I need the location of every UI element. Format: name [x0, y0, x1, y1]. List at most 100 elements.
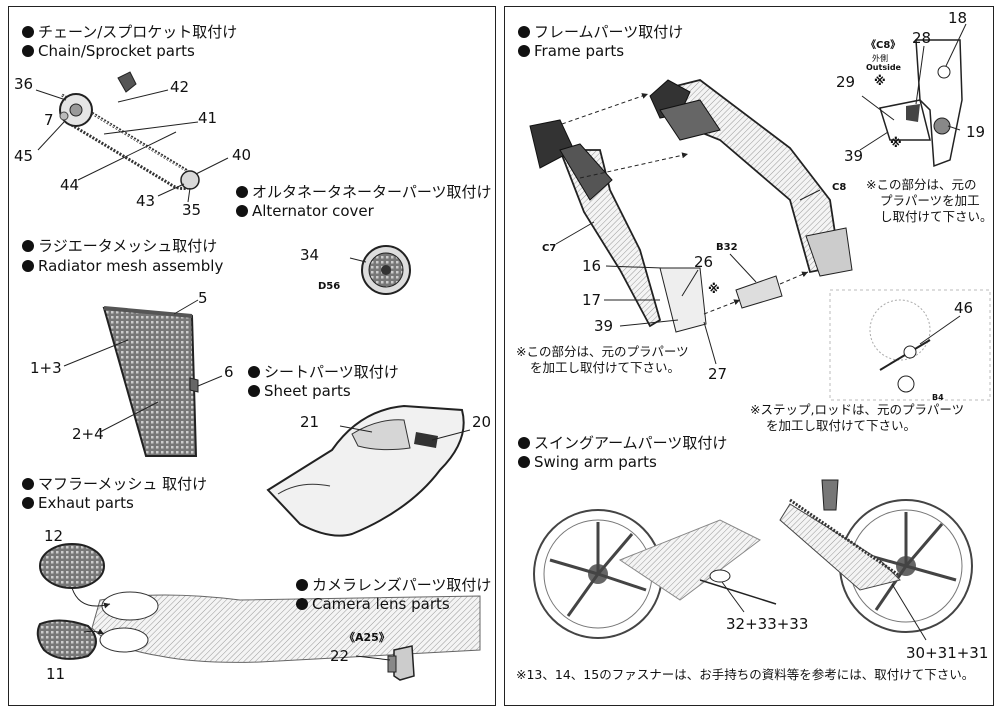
outside-en-label: Outside: [866, 63, 901, 72]
part-label-22: 22: [330, 647, 350, 665]
bullet-icon: [518, 45, 530, 57]
sheet-section-title-jp: シートパーツ取付け: [248, 362, 399, 382]
part-label-7: 7: [44, 111, 54, 129]
frame-note-line-2: を加工し取付けて下さい。: [530, 360, 681, 375]
sprue-label-b4: B4: [932, 393, 944, 402]
part-label-26: 26: [694, 253, 714, 271]
frame-note-line-1: ※この部分は、元のプラパーツ: [516, 344, 689, 359]
part-label-2-4: 2+4: [72, 425, 104, 443]
part-label-41: 41: [198, 109, 218, 127]
alternator-section-title-jp: オルタネータネーターパーツ取付け: [236, 182, 492, 202]
bullet-icon: [248, 385, 260, 397]
bullet-icon: [296, 598, 308, 610]
part-label-20: 20: [472, 413, 492, 431]
bullet-icon: [518, 437, 530, 449]
sheet-title-en-text: Sheet parts: [264, 382, 351, 400]
part-label-17: 17: [582, 291, 602, 309]
sprue-label-a25: 《A25》: [344, 631, 390, 644]
muffler-section-title-en: Exhaut parts: [22, 493, 134, 513]
c8-note-line-3: し取付けて下さい。: [880, 209, 993, 224]
bullet-icon: [518, 26, 530, 38]
bullet-icon: [22, 260, 34, 272]
part-label-5: 5: [198, 289, 208, 307]
chain-section-title-en: Chain/Sprocket parts: [22, 41, 195, 61]
part-label-39-detail: 39: [844, 147, 864, 165]
bullet-icon: [22, 240, 34, 252]
radiator-section-title-jp: ラジエータメッシュ取付け: [22, 236, 217, 256]
part-label-35: 35: [182, 201, 202, 219]
chain-section-title-jp: チェーン/スプロケット取付け: [22, 22, 237, 42]
bullet-icon: [236, 205, 248, 217]
part-label-27: 27: [708, 365, 728, 383]
sprue-label-b32: B32: [716, 242, 738, 253]
c8-note-line-2: プラパーツを加工: [880, 193, 980, 208]
bullet-icon: [248, 366, 260, 378]
bullet-icon: [236, 186, 248, 198]
chain-title-en-text: Chain/Sprocket parts: [38, 42, 195, 60]
c8-note-line-1: ※この部分は、元の: [866, 177, 977, 192]
swingarm-section-title-jp: スイングアームパーツ取付け: [518, 433, 727, 453]
part-label-18: 18: [948, 9, 968, 27]
part-label-36: 36: [14, 75, 34, 93]
sheet-section-title-en: Sheet parts: [248, 381, 351, 401]
part-label-21: 21: [300, 413, 320, 431]
part-label-1-3: 1+3: [30, 359, 62, 377]
c8-mark-bottom: ※: [890, 136, 902, 150]
part-label-39: 39: [594, 317, 614, 335]
part-label-29: 29: [836, 73, 856, 91]
frame-section-title-jp: フレームパーツ取付け: [518, 22, 683, 42]
part-label-30-31: 30+31+31: [906, 644, 989, 662]
part-label-32-33: 32+33+33: [726, 615, 809, 633]
radiator-title-jp-text: ラジエータメッシュ取付け: [38, 237, 218, 255]
part-label-46: 46: [954, 299, 974, 317]
fastener-note: ※13、14、15のファスナーは、お手持ちの資料等を参考には、取付けて下さい。: [516, 667, 975, 682]
bullet-icon: [22, 497, 34, 509]
step-note-line-2: を加工し取付けて下さい。: [766, 418, 917, 433]
muffler-title-en-text: Exhaut parts: [38, 494, 134, 512]
part-label-45: 45: [14, 147, 34, 165]
processing-mark: ※: [708, 282, 720, 296]
alternator-title-jp-text: オルタネータネーターパーツ取付け: [252, 183, 492, 201]
sprue-label-d56: D56: [318, 281, 341, 292]
outside-jp-label: 外側: [872, 54, 888, 63]
c8-mark-top: ※: [874, 74, 886, 88]
part-label-16: 16: [582, 257, 602, 275]
part-label-6: 6: [224, 363, 234, 381]
sheet-title-jp-text: シートパーツ取付け: [264, 363, 399, 381]
camera-title-jp-text: カメラレンズパーツ取付け: [312, 576, 492, 594]
frame-title-jp-text: フレームパーツ取付け: [534, 23, 684, 41]
part-label-44: 44: [60, 176, 80, 194]
part-label-43: 43: [136, 192, 156, 210]
part-label-40: 40: [232, 146, 252, 164]
part-label-11: 11: [46, 665, 66, 683]
bullet-icon: [296, 579, 308, 591]
alternator-title-en-text: Alternator cover: [252, 202, 374, 220]
camera-section-title-en: Camera lens parts: [296, 594, 450, 614]
swingarm-section-title-en: Swing arm parts: [518, 452, 657, 472]
alternator-section-title-en: Alternator cover: [236, 201, 374, 221]
part-label-12: 12: [44, 527, 64, 545]
sprue-label-c8: C8: [832, 182, 847, 193]
part-label-19: 19: [966, 123, 986, 141]
frame-section-title-en: Frame parts: [518, 41, 624, 61]
muffler-section-title-jp: マフラーメッシュ 取付け: [22, 474, 207, 494]
step-note-line-1: ※ステップ,ロッドは、元のプラパーツ: [750, 402, 965, 417]
chain-title-jp-text: チェーン/スプロケット取付け: [38, 23, 238, 41]
swingarm-title-en-text: Swing arm parts: [534, 453, 657, 471]
bullet-icon: [22, 478, 34, 490]
part-label-42: 42: [170, 78, 190, 96]
bullet-icon: [22, 45, 34, 57]
swingarm-title-jp-text: スイングアームパーツ取付け: [534, 434, 728, 452]
sprue-label-c7: C7: [542, 243, 557, 254]
c8-detail-sprue-label: 《C8》: [866, 40, 901, 51]
muffler-title-jp-text: マフラーメッシュ 取付け: [38, 475, 208, 493]
camera-title-en-text: Camera lens parts: [312, 595, 450, 613]
bullet-icon: [518, 456, 530, 468]
frame-title-en-text: Frame parts: [534, 42, 625, 60]
part-label-34: 34: [300, 246, 320, 264]
part-label-28: 28: [912, 29, 932, 47]
radiator-section-title-en: Radiator mesh assembly: [22, 256, 223, 276]
camera-section-title-jp: カメラレンズパーツ取付け: [296, 575, 491, 595]
radiator-title-en-text: Radiator mesh assembly: [38, 257, 224, 275]
bullet-icon: [22, 26, 34, 38]
